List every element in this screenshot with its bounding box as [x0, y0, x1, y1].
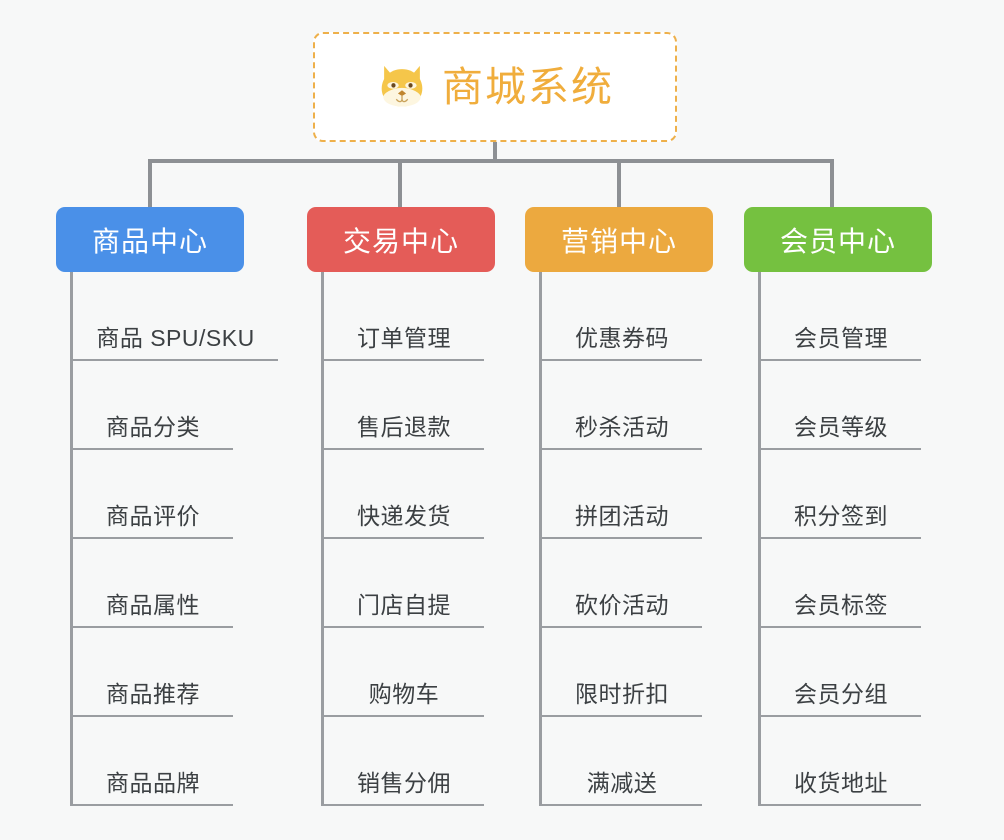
leaf-item[interactable]: 限时折扣 [542, 628, 702, 717]
category-header-2[interactable]: 交易中心 [307, 207, 495, 272]
branch-column-3: 营销中心 优惠券码 秒杀活动 拼团活动 砍价活动 限时折扣 满减送 [525, 207, 713, 806]
category-header-4-label: 会员中心 [779, 225, 896, 257]
leaf-list-3: 优惠券码 秒杀活动 拼团活动 砍价活动 限时折扣 满减送 [539, 272, 713, 806]
leaf-item[interactable]: 满减送 [542, 717, 702, 806]
connector-root-stem [493, 142, 497, 163]
leaf-item[interactable]: 商品属性 [73, 539, 233, 628]
leaf-item-label: 满减送 [586, 770, 658, 796]
shiba-dog-face-icon [381, 65, 423, 107]
root-node[interactable]: 商城系统 [313, 32, 677, 142]
connector-horizontal-bus [148, 159, 834, 163]
leaf-list-4: 会员管理 会员等级 积分签到 会员标签 会员分组 收货地址 [758, 272, 932, 806]
leaf-item-label: 订单管理 [357, 325, 451, 351]
connector-drop-3 [617, 159, 621, 209]
leaf-item[interactable]: 门店自提 [324, 539, 484, 628]
root-title: 商城系统 [442, 63, 614, 110]
leaf-list-1: 商品 SPU/SKU 商品分类 商品评价 商品属性 商品推荐 商品品牌 [70, 272, 278, 806]
leaf-item[interactable]: 商品品牌 [73, 717, 233, 806]
leaf-item-label: 商品属性 [106, 592, 200, 618]
leaf-item-label: 商品分类 [106, 414, 200, 440]
leaf-item-label: 商品品牌 [106, 770, 200, 796]
leaf-item-label: 商品评价 [106, 503, 200, 529]
branch-column-4: 会员中心 会员管理 会员等级 积分签到 会员标签 会员分组 收货地址 [744, 207, 932, 806]
leaf-item-label: 会员等级 [794, 414, 888, 440]
category-header-1[interactable]: 商品中心 [56, 207, 244, 272]
leaf-item[interactable]: 拼团活动 [542, 450, 702, 539]
leaf-item-label: 购物车 [368, 681, 440, 707]
leaf-item-label: 会员标签 [794, 592, 888, 618]
leaf-item-label: 积分签到 [794, 503, 888, 529]
leaf-item[interactable]: 商品评价 [73, 450, 233, 539]
leaf-item-label: 砍价活动 [575, 592, 669, 618]
category-header-1-label: 商品中心 [91, 225, 208, 257]
leaf-item-label: 收货地址 [794, 770, 888, 796]
leaf-item-label: 售后退款 [357, 414, 451, 440]
leaf-item-label: 秒杀活动 [575, 414, 669, 440]
leaf-item-label: 商品 SPU/SKU [96, 325, 255, 351]
leaf-item-label: 商品推荐 [106, 681, 200, 707]
connector-drop-4 [830, 159, 834, 209]
leaf-list-2: 订单管理 售后退款 快递发货 门店自提 购物车 销售分佣 [321, 272, 495, 806]
leaf-item-label: 门店自提 [357, 592, 451, 618]
branch-column-2: 交易中心 订单管理 售后退款 快递发货 门店自提 购物车 销售分佣 [307, 207, 495, 806]
leaf-item-label: 拼团活动 [575, 503, 669, 529]
leaf-item-label: 限时折扣 [575, 681, 669, 707]
leaf-item[interactable]: 会员标签 [761, 539, 921, 628]
leaf-item[interactable]: 收货地址 [761, 717, 921, 806]
leaf-item[interactable]: 销售分佣 [324, 717, 484, 806]
leaf-item[interactable]: 购物车 [324, 628, 484, 717]
leaf-item[interactable]: 售后退款 [324, 361, 484, 450]
connector-drop-1 [148, 159, 152, 209]
connector-drop-2 [398, 159, 402, 209]
branch-column-1: 商品中心 商品 SPU/SKU 商品分类 商品评价 商品属性 商品推荐 商品品牌 [56, 207, 278, 806]
category-header-4[interactable]: 会员中心 [744, 207, 932, 272]
leaf-item[interactable]: 会员分组 [761, 628, 921, 717]
leaf-item[interactable]: 会员管理 [761, 272, 921, 361]
leaf-item[interactable]: 商品分类 [73, 361, 233, 450]
leaf-item-label: 优惠券码 [575, 325, 669, 351]
leaf-item-label: 快递发货 [357, 503, 451, 529]
leaf-item[interactable]: 商品 SPU/SKU [73, 272, 278, 361]
leaf-item-label: 会员管理 [794, 325, 888, 351]
leaf-item[interactable]: 快递发货 [324, 450, 484, 539]
leaf-item[interactable]: 优惠券码 [542, 272, 702, 361]
leaf-item-label: 销售分佣 [357, 770, 451, 796]
leaf-item[interactable]: 积分签到 [761, 450, 921, 539]
category-header-3-label: 营销中心 [560, 225, 677, 257]
leaf-item[interactable]: 秒杀活动 [542, 361, 702, 450]
category-header-2-label: 交易中心 [342, 225, 459, 257]
leaf-item[interactable]: 砍价活动 [542, 539, 702, 628]
leaf-item[interactable]: 订单管理 [324, 272, 484, 361]
category-header-3[interactable]: 营销中心 [525, 207, 713, 272]
leaf-item[interactable]: 会员等级 [761, 361, 921, 450]
leaf-item[interactable]: 商品推荐 [73, 628, 233, 717]
leaf-item-label: 会员分组 [794, 681, 888, 707]
